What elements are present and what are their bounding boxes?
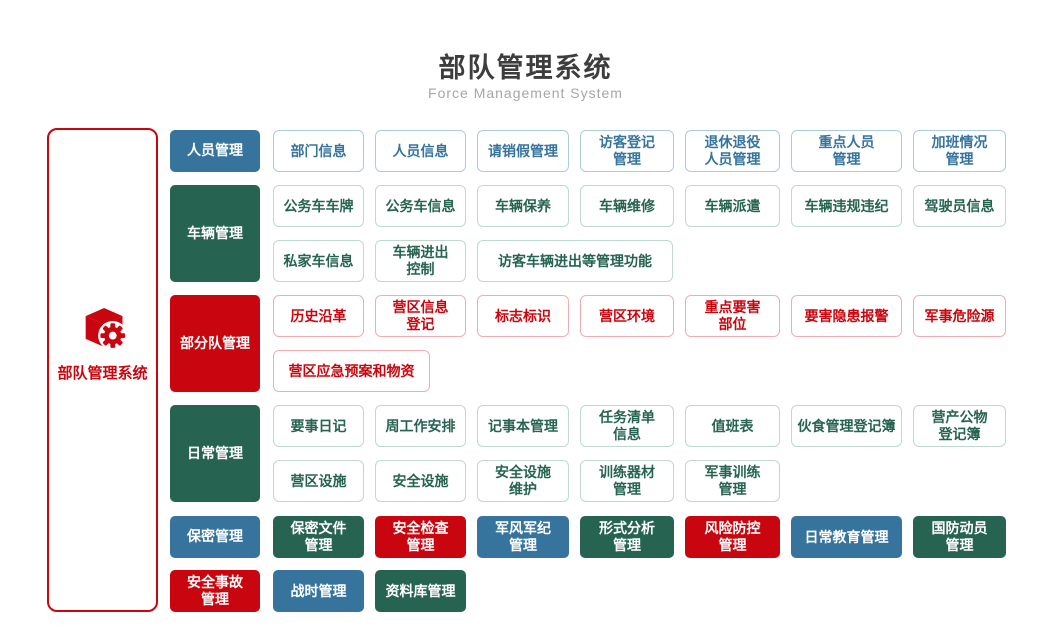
- page-subtitle: Force Management System: [428, 85, 623, 101]
- feature-box: 车辆派遣: [685, 185, 780, 227]
- feature-box: 加班情况 管理: [913, 130, 1006, 172]
- feature-box: 公务车车牌: [273, 185, 364, 227]
- group-accident-row-0: 战时管理资料库管理: [273, 570, 466, 612]
- feature-box: 国防动员 管理: [913, 516, 1006, 558]
- group-subunit-row-0: 历史沿革营区信息 登记标志标识营区环境重点要害 部位要害隐患报警军事危险源: [273, 295, 1006, 337]
- feature-box: 营区应急预案和物资: [273, 350, 430, 392]
- feature-box: 训练器材 管理: [580, 460, 674, 502]
- feature-box: 退休退役 人员管理: [685, 130, 780, 172]
- feature-box: 军事训练 管理: [685, 460, 780, 502]
- feature-box: 安全设施 维护: [477, 460, 569, 502]
- group-daily-rows: 要事日记周工作安排记事本管理任务清单 信息值班表伙食管理登记簿营产公物 登记簿营…: [273, 405, 1006, 502]
- feature-box: 驾驶员信息: [913, 185, 1006, 227]
- group-header-accident: 安全事故 管理: [170, 570, 260, 612]
- group-subunit-rows: 历史沿革营区信息 登记标志标识营区环境重点要害 部位要害隐患报警军事危险源营区应…: [273, 295, 1006, 392]
- group-header-secrecy: 保密管理: [170, 516, 260, 558]
- group-header-daily: 日常管理: [170, 405, 260, 502]
- group-daily-row-0: 要事日记周工作安排记事本管理任务清单 信息值班表伙食管理登记簿营产公物 登记簿: [273, 405, 1006, 447]
- group-secrecy-rows: 保密文件 管理安全检查 管理军风军纪 管理形式分析 管理风险防控 管理日常教育管…: [273, 516, 1006, 558]
- feature-box: 任务清单 信息: [580, 405, 674, 447]
- group-personnel: 人员管理部门信息人员信息请销假管理访客登记 管理退休退役 人员管理重点人员 管理…: [170, 130, 1006, 172]
- feature-box: 要事日记: [273, 405, 364, 447]
- feature-box: 历史沿革: [273, 295, 364, 337]
- feature-box: 安全设施: [375, 460, 466, 502]
- page-title: 部队管理系统: [438, 53, 613, 83]
- feature-box: 伙食管理登记簿: [791, 405, 902, 447]
- group-header-subunit: 部分队管理: [170, 295, 260, 392]
- group-vehicle-row-0: 公务车车牌公务车信息车辆保养车辆维修车辆派遣车辆违规违纪驾驶员信息: [273, 185, 1006, 227]
- feature-box: 车辆违规违纪: [791, 185, 902, 227]
- feature-box: 要害隐患报警: [791, 295, 902, 337]
- feature-box: 人员信息: [375, 130, 466, 172]
- feature-box: 标志标识: [477, 295, 569, 337]
- feature-box: 部门信息: [273, 130, 364, 172]
- feature-box: 营产公物 登记簿: [913, 405, 1006, 447]
- feature-box: 战时管理: [273, 570, 364, 612]
- group-accident: 安全事故 管理战时管理资料库管理: [170, 570, 466, 612]
- feature-box: 重点要害 部位: [685, 295, 780, 337]
- feature-box: 军事危险源: [913, 295, 1006, 337]
- group-vehicle-row-1: 私家车信息车辆进出 控制访客车辆进出等管理功能: [273, 240, 1006, 282]
- group-header-personnel: 人员管理: [170, 130, 260, 172]
- feature-box: 私家车信息: [273, 240, 364, 282]
- feature-box: 保密文件 管理: [273, 516, 364, 558]
- group-vehicle-rows: 公务车车牌公务车信息车辆保养车辆维修车辆派遣车辆违规违纪驾驶员信息私家车信息车辆…: [273, 185, 1006, 282]
- group-vehicle: 车辆管理公务车车牌公务车信息车辆保养车辆维修车辆派遣车辆违规违纪驾驶员信息私家车…: [170, 185, 1006, 282]
- group-personnel-row-0: 部门信息人员信息请销假管理访客登记 管理退休退役 人员管理重点人员 管理加班情况…: [273, 130, 1006, 172]
- feature-box: 值班表: [685, 405, 780, 447]
- group-secrecy: 保密管理保密文件 管理安全检查 管理军风军纪 管理形式分析 管理风险防控 管理日…: [170, 516, 1006, 558]
- system-root-card: 部队管理系统: [47, 128, 158, 612]
- feature-box: 公务车信息: [375, 185, 466, 227]
- feature-box: 安全检查 管理: [375, 516, 466, 558]
- feature-box: 营区设施: [273, 460, 364, 502]
- group-secrecy-row-0: 保密文件 管理安全检查 管理军风军纪 管理形式分析 管理风险防控 管理日常教育管…: [273, 516, 1006, 558]
- feature-box: 重点人员 管理: [791, 130, 902, 172]
- feature-box: 请销假管理: [477, 130, 569, 172]
- group-accident-rows: 战时管理资料库管理: [273, 570, 466, 612]
- cube-gear-icon: [85, 307, 127, 350]
- group-subunit: 部分队管理历史沿革营区信息 登记标志标识营区环境重点要害 部位要害隐患报警军事危…: [170, 295, 1006, 392]
- feature-box: 车辆进出 控制: [375, 240, 466, 282]
- feature-box: 车辆维修: [580, 185, 674, 227]
- feature-box: 车辆保养: [477, 185, 569, 227]
- feature-box: 访客登记 管理: [580, 130, 674, 172]
- feature-box: 访客车辆进出等管理功能: [477, 240, 673, 282]
- group-daily: 日常管理要事日记周工作安排记事本管理任务清单 信息值班表伙食管理登记簿营产公物 …: [170, 405, 1006, 502]
- group-header-vehicle: 车辆管理: [170, 185, 260, 282]
- group-daily-row-1: 营区设施安全设施安全设施 维护训练器材 管理军事训练 管理: [273, 460, 1006, 502]
- feature-box: 营区信息 登记: [375, 295, 466, 337]
- feature-box: 周工作安排: [375, 405, 466, 447]
- feature-box: 形式分析 管理: [580, 516, 674, 558]
- group-subunit-row-1: 营区应急预案和物资: [273, 350, 1006, 392]
- feature-box: 记事本管理: [477, 405, 569, 447]
- group-personnel-rows: 部门信息人员信息请销假管理访客登记 管理退休退役 人员管理重点人员 管理加班情况…: [273, 130, 1006, 172]
- feature-box: 资料库管理: [375, 570, 466, 612]
- feature-box: 营区环境: [580, 295, 674, 337]
- feature-box: 风险防控 管理: [685, 516, 780, 558]
- feature-box: 日常教育管理: [791, 516, 902, 558]
- system-root-label: 部队管理系统: [57, 364, 148, 382]
- feature-box: 军风军纪 管理: [477, 516, 569, 558]
